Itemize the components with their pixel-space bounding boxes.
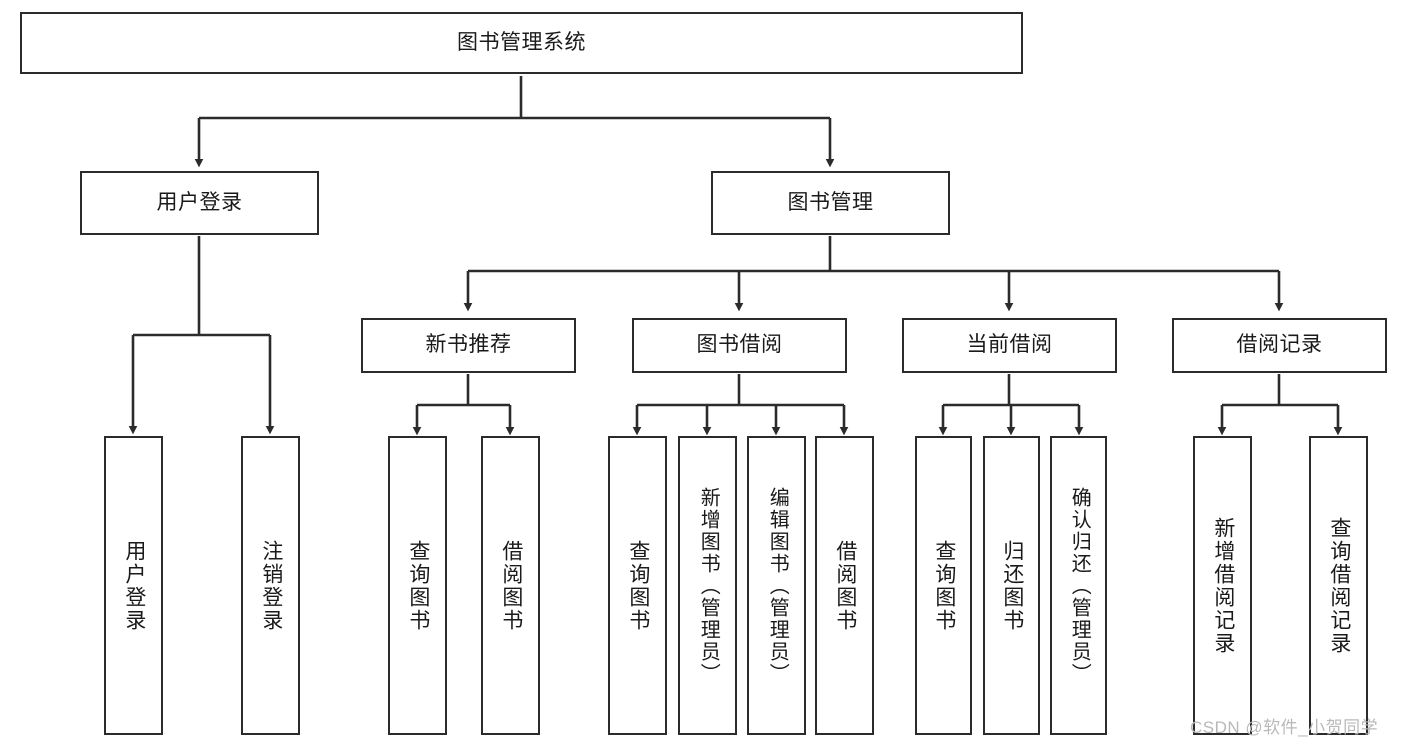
leaf-current-return-book[interactable]: 归还图书 [983,436,1040,735]
node-label: 查询图书 [406,539,430,632]
leaf-borrow-add-book-admin[interactable]: 新增图书（管理员） [678,436,737,735]
node-label: 借阅图书 [499,539,523,632]
node-root-book-management-system[interactable]: 图书管理系统 [20,12,1023,74]
node-current-borrow[interactable]: 当前借阅 [902,318,1117,373]
leaf-borrow-edit-book-admin[interactable]: 编辑图书（管理员） [747,436,806,735]
node-label: 借阅图书 [833,539,857,632]
node-label: 用户登录 [156,190,243,214]
leaf-user-login-logout[interactable]: 注销登录 [241,436,300,735]
node-label: 借阅记录 [1236,333,1323,357]
node-book-management[interactable]: 图书管理 [711,171,950,235]
leaf-current-query-book[interactable]: 查询图书 [915,436,972,735]
node-label: 新书推荐 [425,333,512,357]
node-new-book-recommend[interactable]: 新书推荐 [361,318,576,373]
node-label: 用户登录 [122,539,146,632]
node-borrow-records[interactable]: 借阅记录 [1172,318,1387,373]
node-label: 图书管理 [787,190,874,214]
node-label: 确认归还（管理员） [1068,486,1091,685]
leaf-recommend-query-book[interactable]: 查询图书 [388,436,447,735]
node-label: 编辑图书（管理员） [766,486,789,685]
leaf-recommend-borrow-book[interactable]: 借阅图书 [481,436,540,735]
leaf-current-confirm-return-admin[interactable]: 确认归还（管理员） [1050,436,1107,735]
node-label: 新增图书（管理员） [697,486,720,685]
node-label: 查询借阅记录 [1327,516,1351,655]
node-book-borrow[interactable]: 图书借阅 [632,318,847,373]
leaf-records-query-record[interactable]: 查询借阅记录 [1309,436,1368,735]
node-label: 查询图书 [932,539,956,632]
leaf-borrow-borrow-book[interactable]: 借阅图书 [815,436,874,735]
node-label: 注销登录 [259,539,283,632]
watermark: CSDN @软件_小贺同学 [1190,718,1379,737]
leaf-user-login-login[interactable]: 用户登录 [104,436,163,735]
node-label: 新增借阅记录 [1211,516,1235,655]
node-user-login[interactable]: 用户登录 [80,171,319,235]
leaf-records-add-record[interactable]: 新增借阅记录 [1193,436,1252,735]
node-label: 图书管理系统 [457,30,586,54]
node-label: 图书借阅 [696,333,783,357]
leaf-borrow-query-book[interactable]: 查询图书 [608,436,667,735]
node-label: 当前借阅 [966,333,1053,357]
node-label: 归还图书 [1000,539,1024,632]
node-label: 查询图书 [626,539,650,632]
